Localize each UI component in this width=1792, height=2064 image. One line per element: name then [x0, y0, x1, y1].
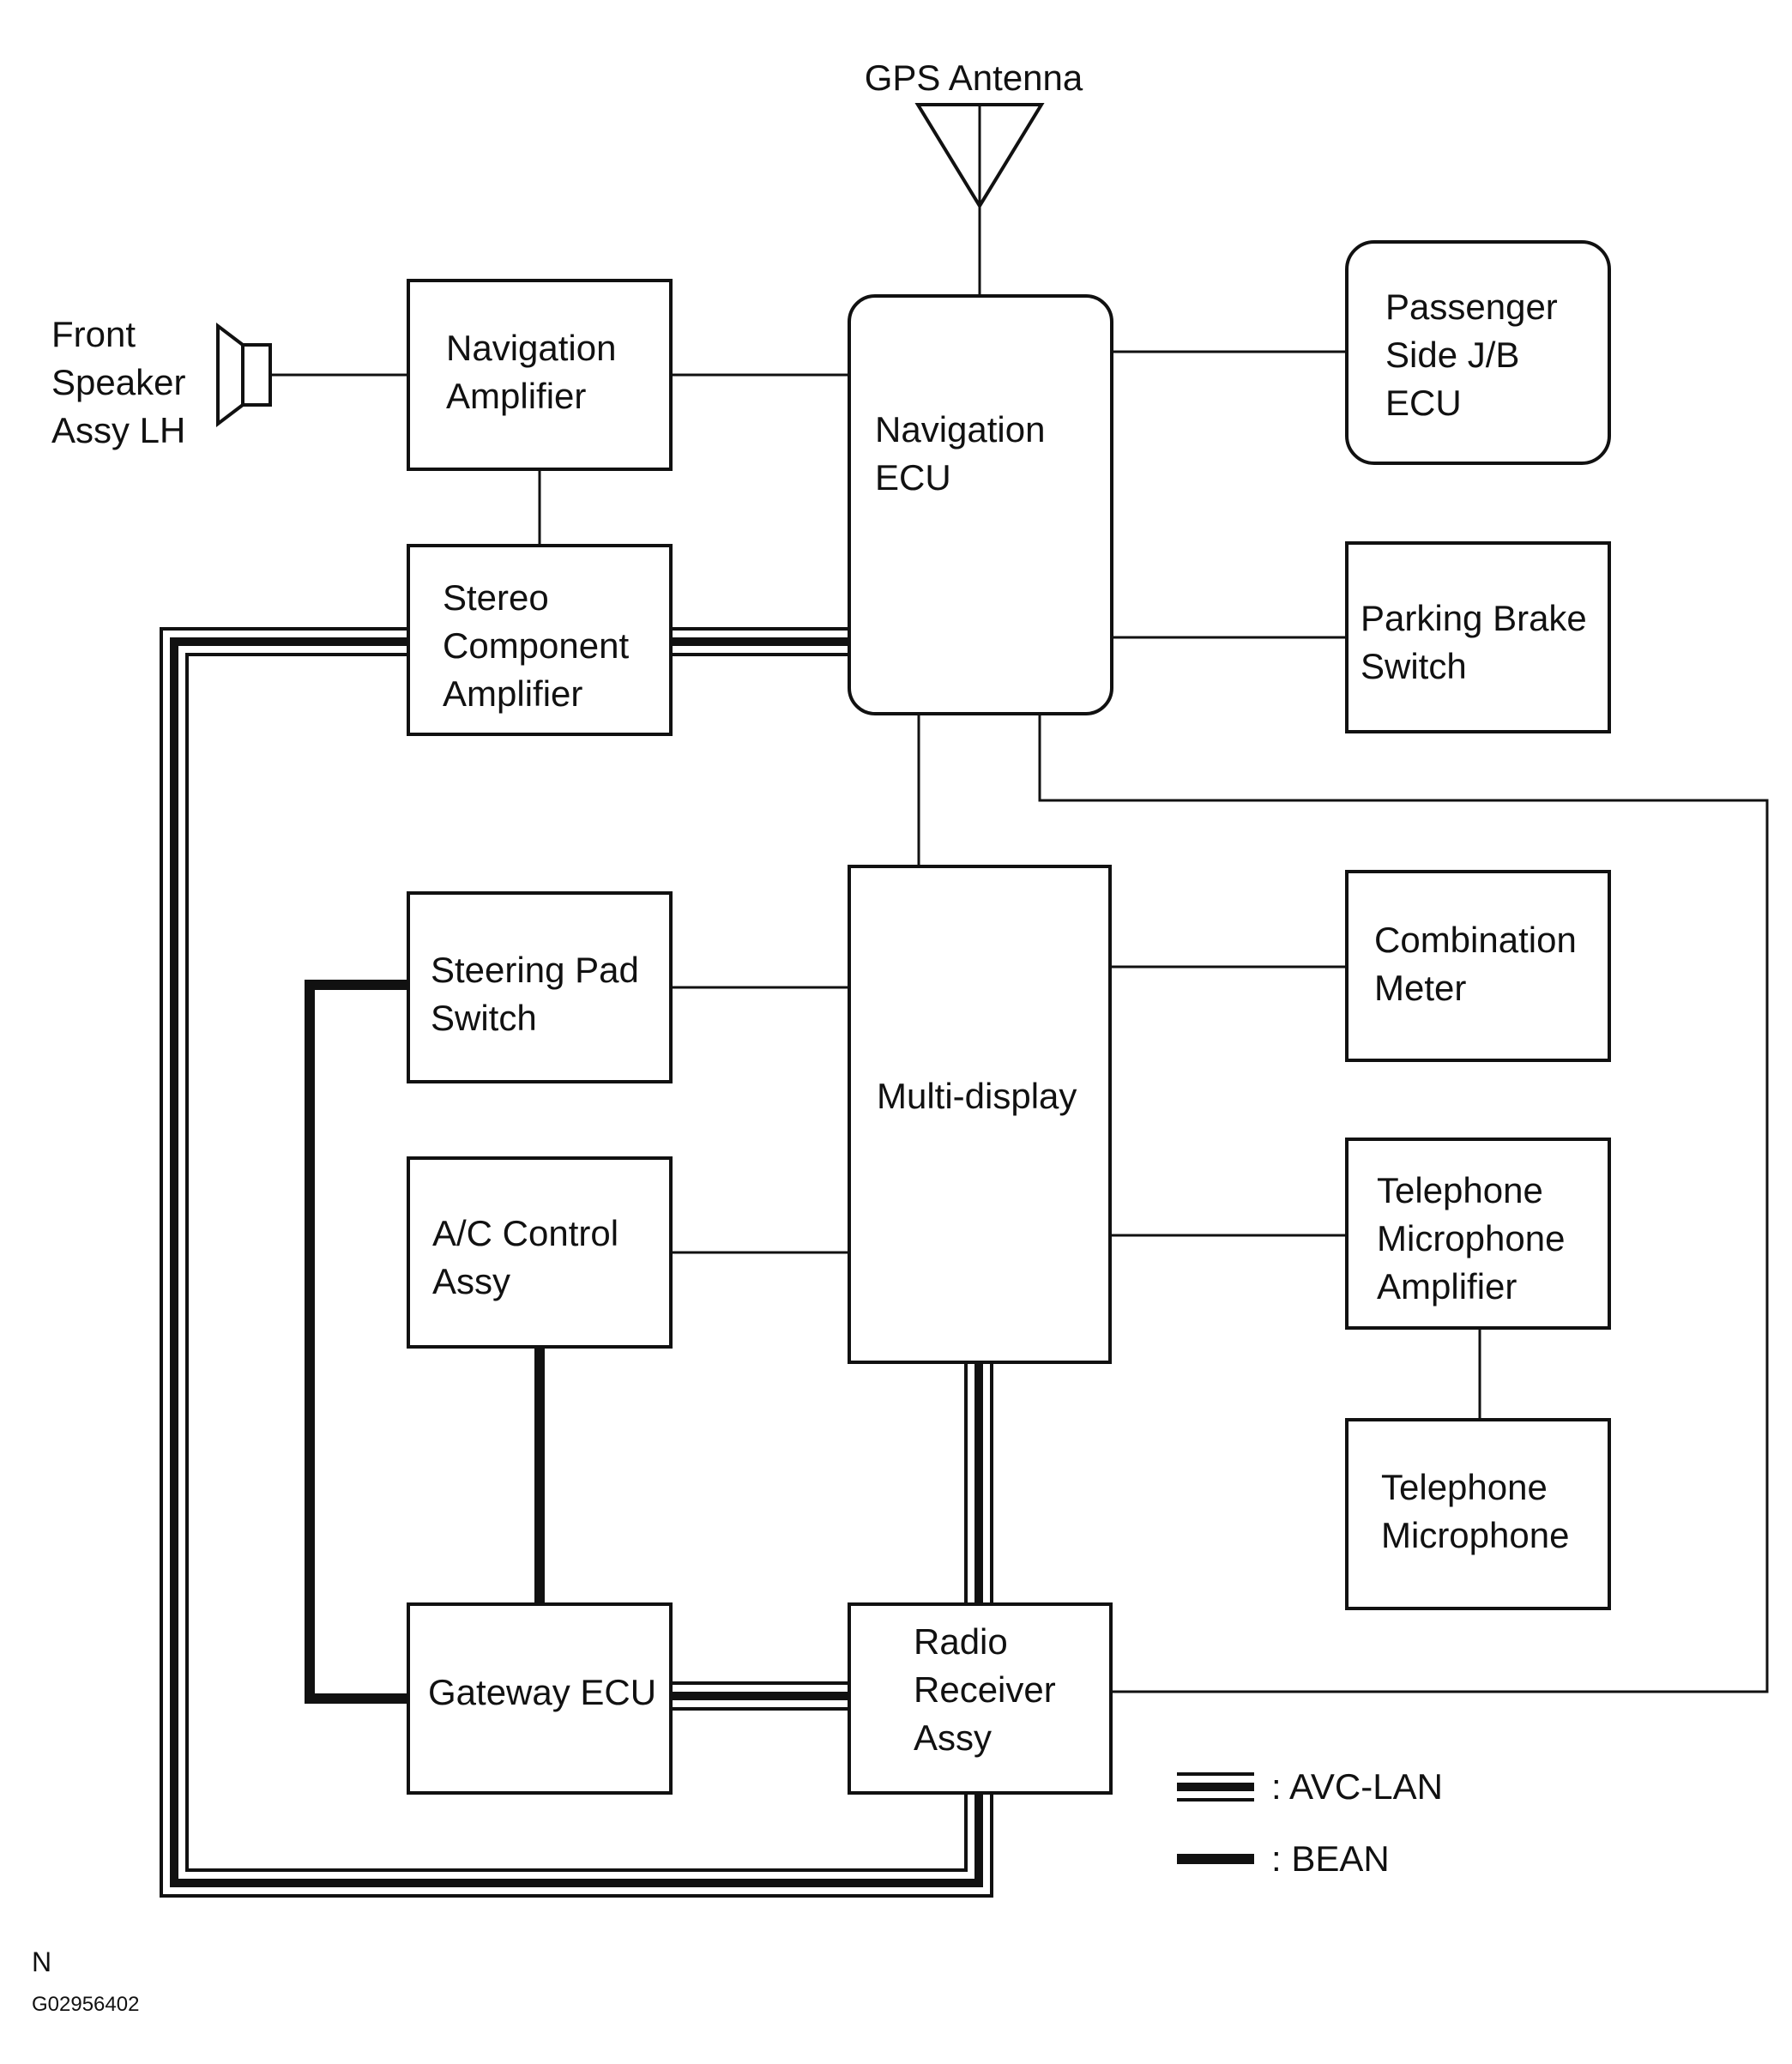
bean-steering-pad-gateway	[305, 980, 408, 1704]
legend-avc-lan: : AVC-LAN	[1177, 1766, 1443, 1807]
svg-text:Multi-display: Multi-display	[877, 1076, 1077, 1116]
footer-mark: N	[32, 1946, 51, 1977]
parking-brake-switch: Parking Brake Switch	[1345, 541, 1611, 733]
svg-text:Stereo Component A: Stereo Component Amplifier	[443, 577, 639, 714]
gps-antenna: GPS Antenna	[865, 57, 1083, 209]
legend-bean: : BEAN	[1177, 1838, 1390, 1879]
svg-text:Combination Meter: Combination Meter	[1374, 920, 1586, 1008]
bean-bus	[305, 980, 545, 1704]
legend-bean-label: : BEAN	[1271, 1838, 1390, 1879]
stereo-component-amplifier: Stereo Component Amplifier	[407, 544, 673, 736]
svg-text:Passenger Side J/B: Passenger Side J/B ECU	[1385, 287, 1567, 423]
svg-text:Telephone Microphone: Telephone Microphone Amplifier	[1377, 1170, 1575, 1307]
svg-text:Navigation ECU: Navigation ECU	[875, 409, 1055, 498]
front-speaker-label: Front Speaker Assy LH	[51, 314, 196, 450]
front-speaker: Front Speaker Assy LH	[51, 314, 272, 450]
connection-lines	[270, 103, 1769, 1693]
radio-receiver-assy: Radio Receiver Assy	[848, 1602, 1113, 1795]
legend: : AVC-LAN : BEAN	[1177, 1766, 1443, 1879]
svg-text:Parking Brake Switch: Parking Brake Switch	[1361, 598, 1596, 686]
combination-meter: Combination Meter	[1345, 870, 1611, 1062]
legend-avc-lan-label: : AVC-LAN	[1271, 1766, 1443, 1807]
wire-navigation-ecu-radio-receiver	[1038, 714, 1769, 1693]
telephone-microphone-amplifier: Telephone Microphone Amplifier	[1345, 1138, 1611, 1330]
ac-control-assy: A/C Control Assy	[407, 1156, 673, 1349]
figure-id: G02956402	[32, 1993, 139, 2016]
navigation-amplifier: Navigation Amplifier	[407, 279, 673, 471]
gps-antenna-label: GPS Antenna	[865, 57, 1083, 98]
svg-text:Radio Receiver Ass: Radio Receiver Assy	[914, 1621, 1065, 1758]
navigation-ecu: Navigation ECU	[848, 294, 1113, 715]
avc-lan-bus	[160, 627, 993, 1898]
gateway-ecu: Gateway ECU	[407, 1602, 673, 1795]
telephone-microphone: Telephone Microphone	[1345, 1418, 1611, 1610]
svg-text:Navigation Amplifier: Navigation Amplifier	[446, 328, 626, 416]
svg-text:Gateway ECU: Gateway ECU	[428, 1672, 656, 1712]
svg-text:Telephone Microphone: Telephone Microphone	[1381, 1467, 1569, 1555]
steering-pad-switch: Steering Pad Switch	[407, 891, 673, 1083]
speaker-icon	[216, 322, 272, 428]
multi-display: Multi-display	[848, 865, 1112, 1364]
passenger-side-jb-ecu: Passenger Side J/B ECU	[1345, 240, 1611, 465]
svg-text:Steering Pad Switch: Steering Pad Switch	[431, 950, 649, 1038]
svg-text:A/C Control Assy: A/C Control Assy	[432, 1213, 629, 1301]
